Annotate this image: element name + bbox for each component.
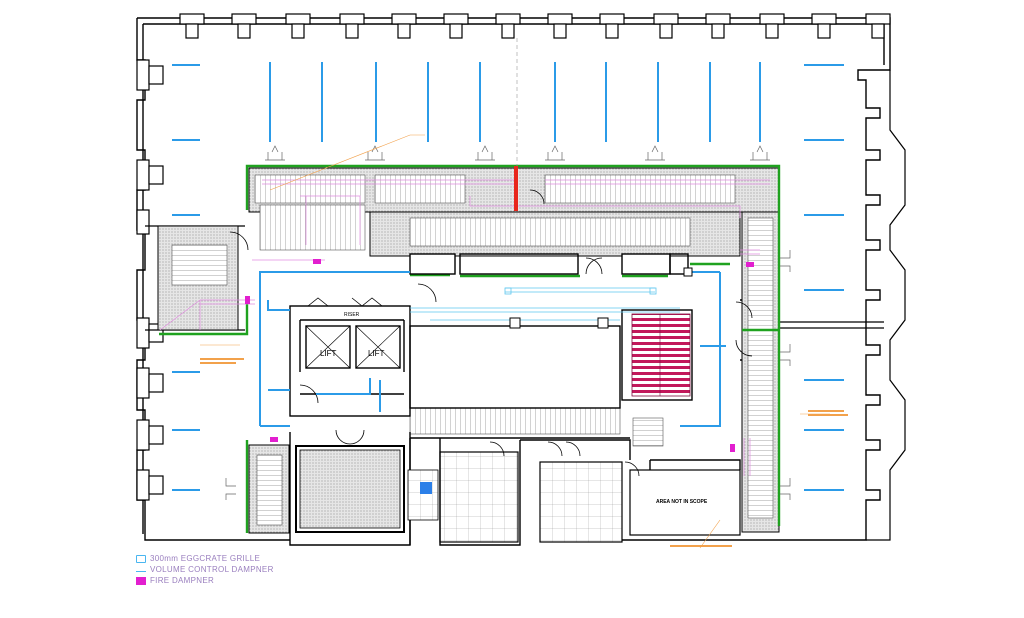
door-swings	[229, 189, 753, 477]
internal-ducting	[410, 287, 680, 321]
outer-walls	[136, 17, 906, 541]
legend-item-fire-damper: FIRE DAMPNER	[136, 575, 274, 586]
scope-boundary-lines	[159, 164, 781, 533]
area-not-in-scope-label: AREA NOT IN SCOPE	[656, 499, 708, 505]
orange-note-text	[200, 358, 848, 547]
eggcrate-grille-icon	[136, 554, 146, 563]
core-walls	[289, 253, 742, 546]
legend-label: FIRE DAMPNER	[150, 576, 215, 585]
legend-label: 300mm EGGCRATE GRILLE	[150, 554, 261, 563]
legend-item-grille: 300mm EGGCRATE GRILLE	[136, 553, 274, 564]
volume-control-damper-icon	[136, 570, 146, 572]
red-riser-duct	[514, 166, 518, 211]
legend-label: VOLUME CONTROL DAMPNER	[150, 565, 274, 574]
lift-label-right: LIFT	[368, 349, 385, 358]
blue-riser-square	[420, 482, 432, 494]
small-shafts	[509, 267, 693, 329]
window-piers-top	[179, 13, 891, 39]
riser-label: RISER	[344, 312, 360, 318]
eggcrate-grilles	[172, 64, 844, 491]
supply-loop	[259, 271, 726, 427]
supply-drops	[269, 62, 761, 142]
drawing-legend: 300mm EGGCRATE GRILLE VOLUME CONTROL DAM…	[136, 553, 274, 586]
fire-damper-icon	[136, 576, 146, 585]
diffuser-symbols	[225, 145, 791, 500]
magenta-stair-core	[631, 313, 691, 397]
fire-dampers	[245, 259, 754, 452]
legend-item-damper: VOLUME CONTROL DAMPNER	[136, 564, 274, 575]
lift-label-left: LIFT	[320, 349, 337, 358]
window-piers-left	[136, 59, 164, 501]
stair-flights	[171, 174, 774, 526]
